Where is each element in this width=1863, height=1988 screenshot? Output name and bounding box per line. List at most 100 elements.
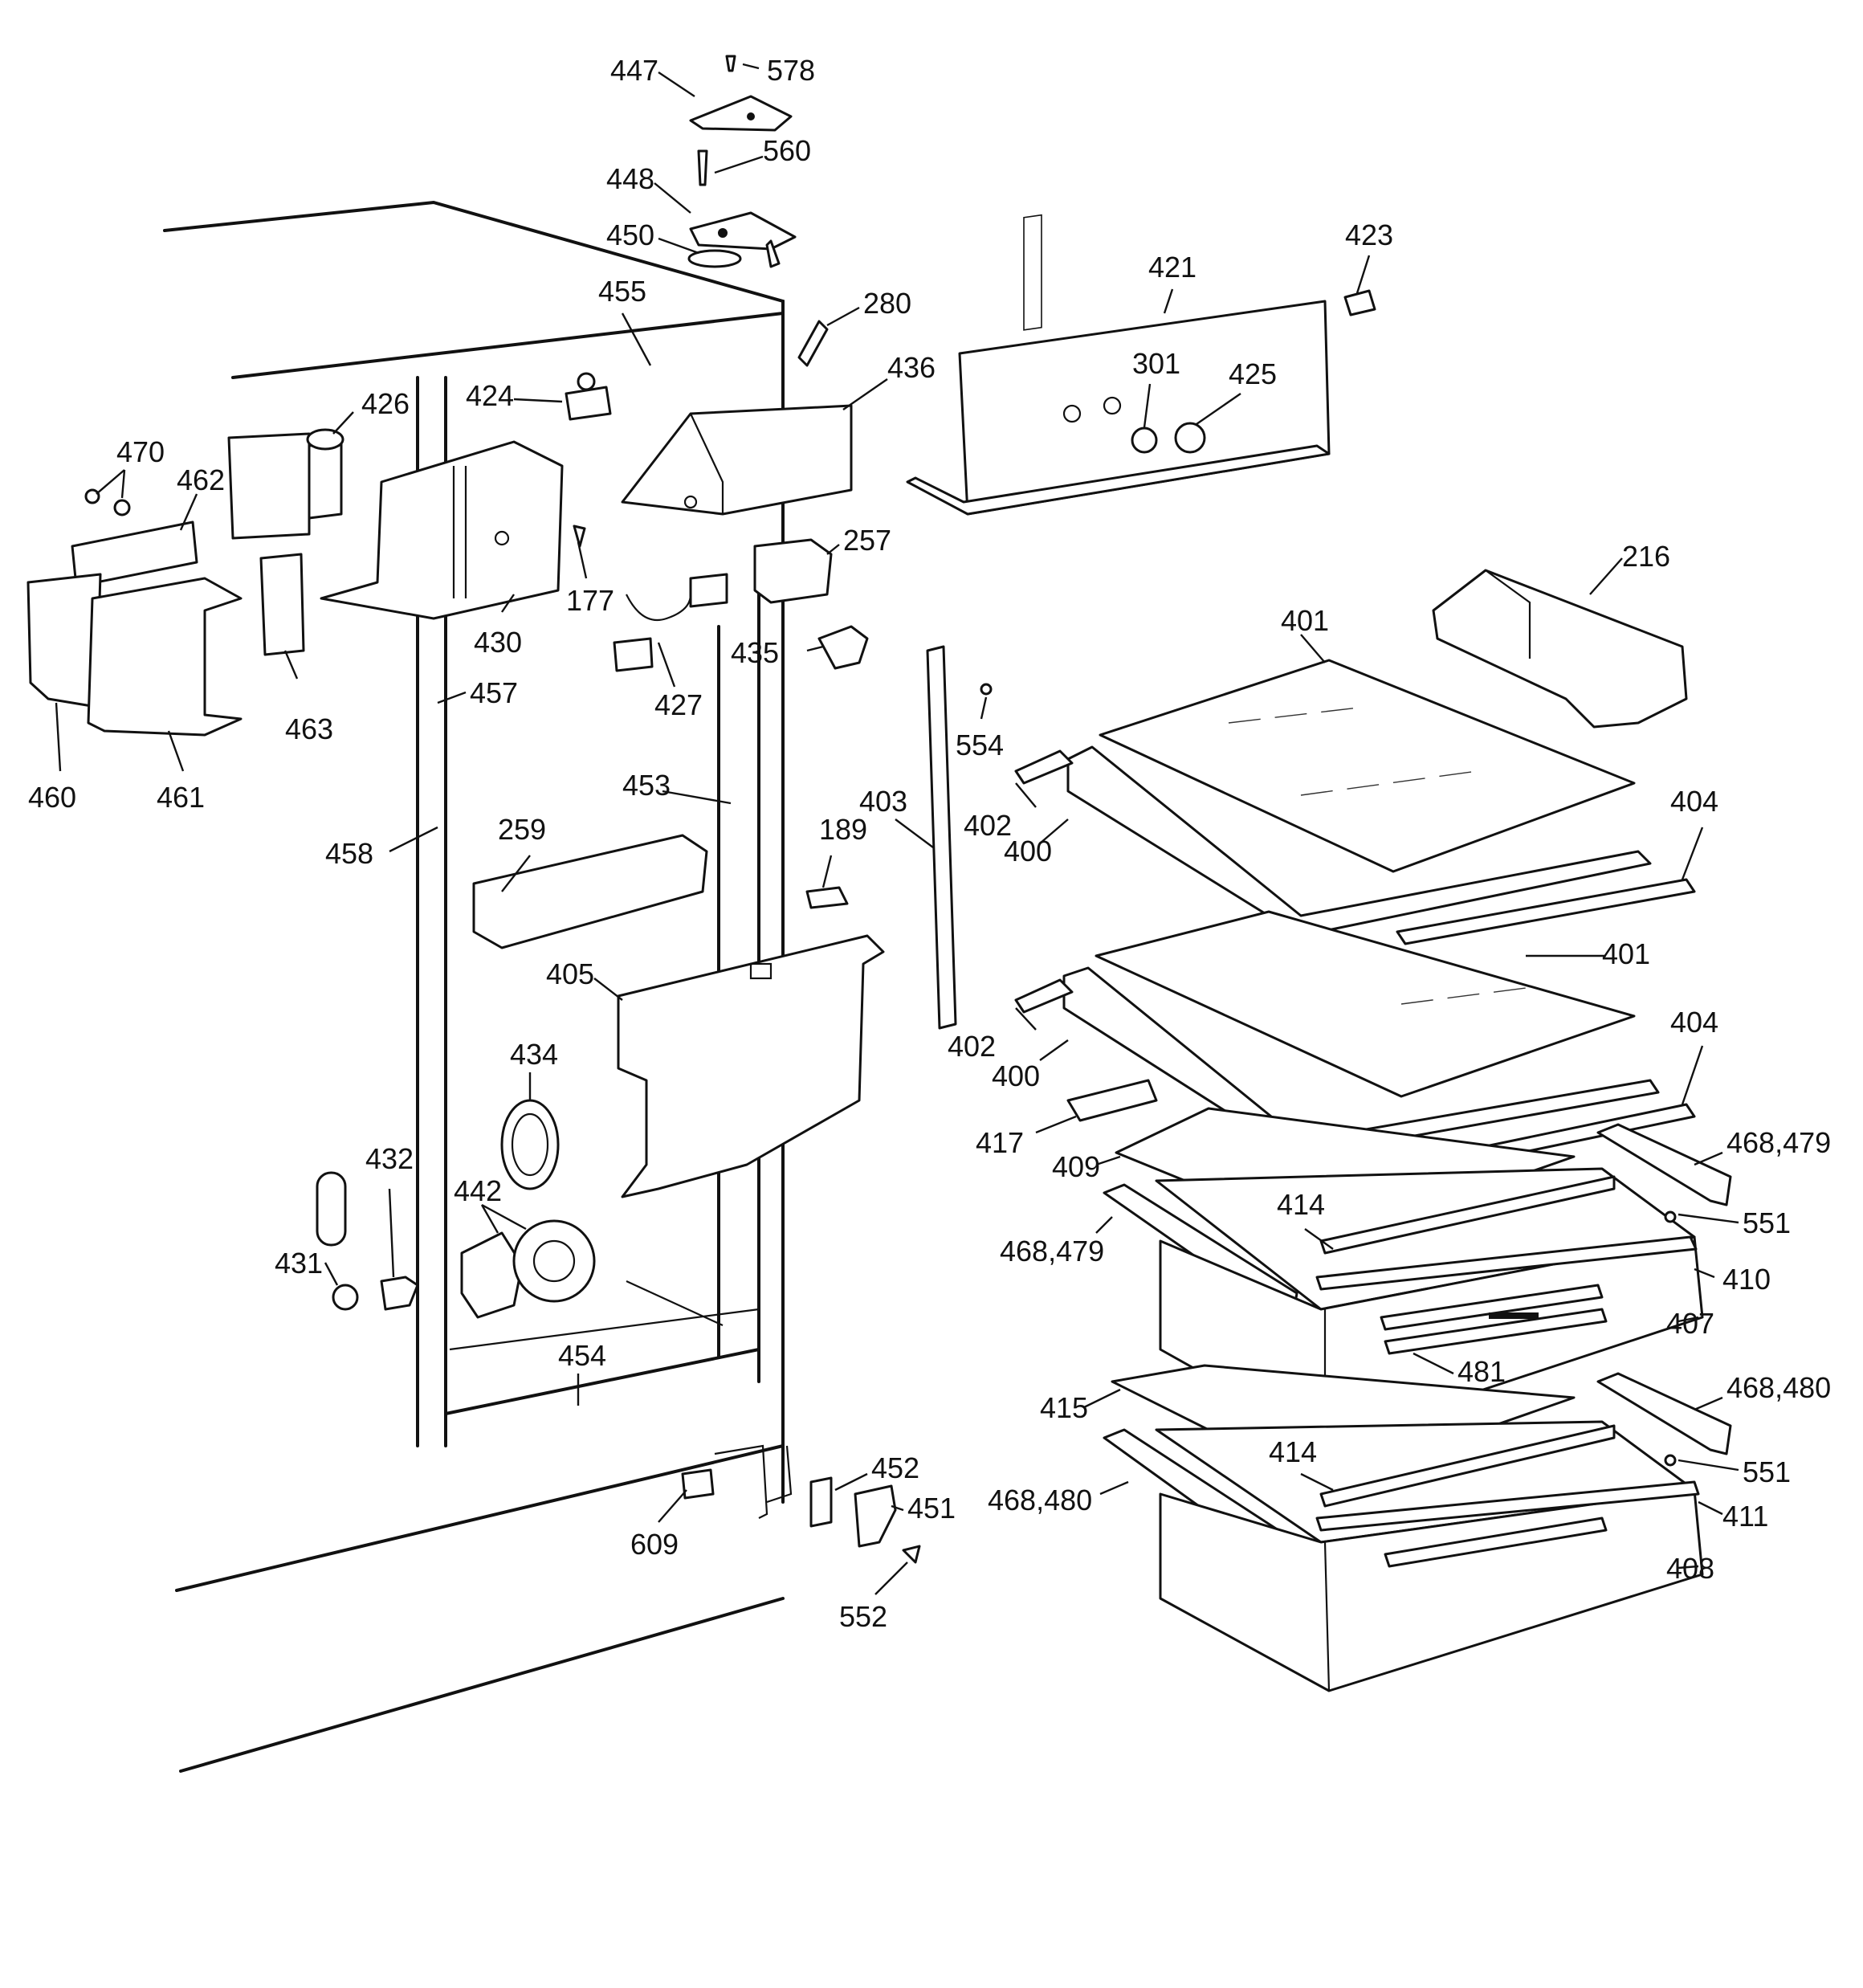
light-lens-434 bbox=[500, 1099, 560, 1190]
screw-470 bbox=[84, 488, 131, 516]
hinge-screw-560 bbox=[697, 149, 708, 186]
callout-400-lower: 400 bbox=[992, 1059, 1040, 1092]
knob-425 bbox=[1174, 422, 1206, 454]
slide-rail-468-480-right bbox=[1596, 1372, 1732, 1455]
callout-402: 402 bbox=[964, 809, 1012, 842]
callout-404: 404 bbox=[1670, 785, 1718, 818]
door-bracket-460 bbox=[26, 573, 102, 708]
callout-551-upper: 551 bbox=[1743, 1206, 1791, 1239]
callout-430: 430 bbox=[474, 626, 522, 659]
shelf-frame-400-lower bbox=[1062, 966, 1660, 1158]
defrost-timer-257 bbox=[753, 538, 833, 604]
callout-427: 427 bbox=[654, 688, 703, 721]
callout-551-lower: 551 bbox=[1743, 1455, 1791, 1488]
door-bin-216 bbox=[1432, 569, 1688, 729]
screw-552 bbox=[902, 1545, 921, 1564]
lamp-socket-442 bbox=[460, 1219, 596, 1319]
callout-436: 436 bbox=[887, 351, 936, 384]
callout-424: 424 bbox=[466, 379, 514, 412]
wire-harness-427 bbox=[613, 573, 728, 672]
callout-189: 189 bbox=[819, 813, 867, 846]
callout-257: 257 bbox=[843, 524, 891, 557]
callout-434: 434 bbox=[510, 1038, 558, 1071]
cap-189 bbox=[805, 886, 849, 909]
hatched-label bbox=[1023, 214, 1042, 331]
callout-407: 407 bbox=[1666, 1307, 1714, 1340]
clip-435 bbox=[817, 625, 869, 670]
hinge-cover-447 bbox=[689, 95, 793, 132]
cover-259 bbox=[472, 834, 708, 949]
knob-301 bbox=[1131, 427, 1158, 454]
callout-labels: 447 578 560 448 450 455 280 421 423 436 … bbox=[28, 54, 1831, 1633]
callout-425: 425 bbox=[1229, 357, 1277, 390]
callout-552: 552 bbox=[839, 1600, 887, 1633]
clip-463 bbox=[259, 553, 305, 656]
callout-414-upper: 414 bbox=[1277, 1188, 1325, 1221]
control-panel-421 bbox=[906, 214, 1331, 516]
callout-460: 460 bbox=[28, 781, 76, 814]
light-bulb-423 bbox=[1343, 289, 1376, 316]
glass-shelf-401-lower bbox=[1095, 910, 1636, 1098]
thermostat-424 bbox=[565, 372, 612, 421]
callout-402-lower: 402 bbox=[948, 1030, 996, 1063]
callout-462: 462 bbox=[177, 463, 225, 496]
callout-177: 177 bbox=[566, 584, 614, 617]
latch-462 bbox=[71, 520, 198, 588]
callout-454: 454 bbox=[558, 1339, 606, 1372]
callout-414-lower: 414 bbox=[1269, 1435, 1317, 1468]
shelf-bracket-402-upper bbox=[1014, 749, 1074, 785]
callout-401: 401 bbox=[1281, 604, 1329, 637]
screw-551-lower bbox=[1664, 1454, 1677, 1467]
callout-401-lower: 401 bbox=[1602, 937, 1650, 970]
drawer-front-410 bbox=[1315, 1235, 1698, 1291]
callout-452: 452 bbox=[871, 1451, 919, 1484]
screw-177 bbox=[573, 525, 586, 548]
callout-470: 470 bbox=[116, 435, 165, 468]
clip-280 bbox=[797, 320, 829, 367]
dispenser-box-405 bbox=[617, 934, 885, 1198]
callout-409: 409 bbox=[1052, 1150, 1100, 1183]
nut-431 bbox=[332, 1284, 359, 1311]
callout-461: 461 bbox=[157, 781, 205, 814]
callout-458: 458 bbox=[325, 837, 373, 870]
light-shield-430 bbox=[320, 440, 564, 620]
callout-408: 408 bbox=[1666, 1552, 1714, 1585]
crisper-drawer-408 bbox=[1155, 1420, 1704, 1692]
slide-rail-468-479-right bbox=[1596, 1123, 1732, 1206]
screw-551-upper bbox=[1664, 1210, 1677, 1223]
callout-448: 448 bbox=[606, 162, 654, 195]
shelf-support-403 bbox=[926, 645, 957, 1030]
callout-421: 421 bbox=[1148, 251, 1196, 284]
crisper-pan-414 bbox=[1319, 1175, 1616, 1255]
callout-453: 453 bbox=[622, 769, 671, 802]
callout-435: 435 bbox=[731, 636, 779, 669]
callout-481: 481 bbox=[1457, 1355, 1506, 1388]
callout-405: 405 bbox=[546, 957, 594, 990]
callout-410: 410 bbox=[1722, 1263, 1771, 1296]
bushing-432 bbox=[380, 1276, 419, 1311]
callout-455: 455 bbox=[598, 275, 646, 308]
callout-451: 451 bbox=[907, 1492, 956, 1525]
callout-578: 578 bbox=[767, 54, 815, 87]
hinge-shim-450 bbox=[687, 249, 742, 268]
callout-259: 259 bbox=[498, 813, 546, 846]
callout-468-479-right: 468,479 bbox=[1726, 1126, 1831, 1159]
screw-554 bbox=[980, 683, 993, 696]
callout-417: 417 bbox=[976, 1126, 1024, 1159]
kickplate-bracket-609 bbox=[681, 1468, 715, 1500]
drawer-front-411 bbox=[1315, 1480, 1700, 1532]
glass-shelf-401-upper bbox=[1099, 659, 1636, 873]
callout-426: 426 bbox=[361, 387, 410, 420]
callout-560: 560 bbox=[763, 134, 811, 167]
light-housing-426 bbox=[227, 428, 344, 540]
callout-301: 301 bbox=[1132, 347, 1180, 380]
callout-216: 216 bbox=[1622, 540, 1670, 573]
shelf-frame-400-upper bbox=[1066, 745, 1652, 937]
callout-411: 411 bbox=[1722, 1500, 1768, 1533]
shelf-trim-404-upper bbox=[1396, 878, 1696, 945]
callout-554: 554 bbox=[956, 729, 1004, 761]
shelf-bracket-402-lower bbox=[1014, 978, 1074, 1014]
callout-423: 423 bbox=[1345, 218, 1393, 251]
callout-463: 463 bbox=[285, 712, 333, 745]
